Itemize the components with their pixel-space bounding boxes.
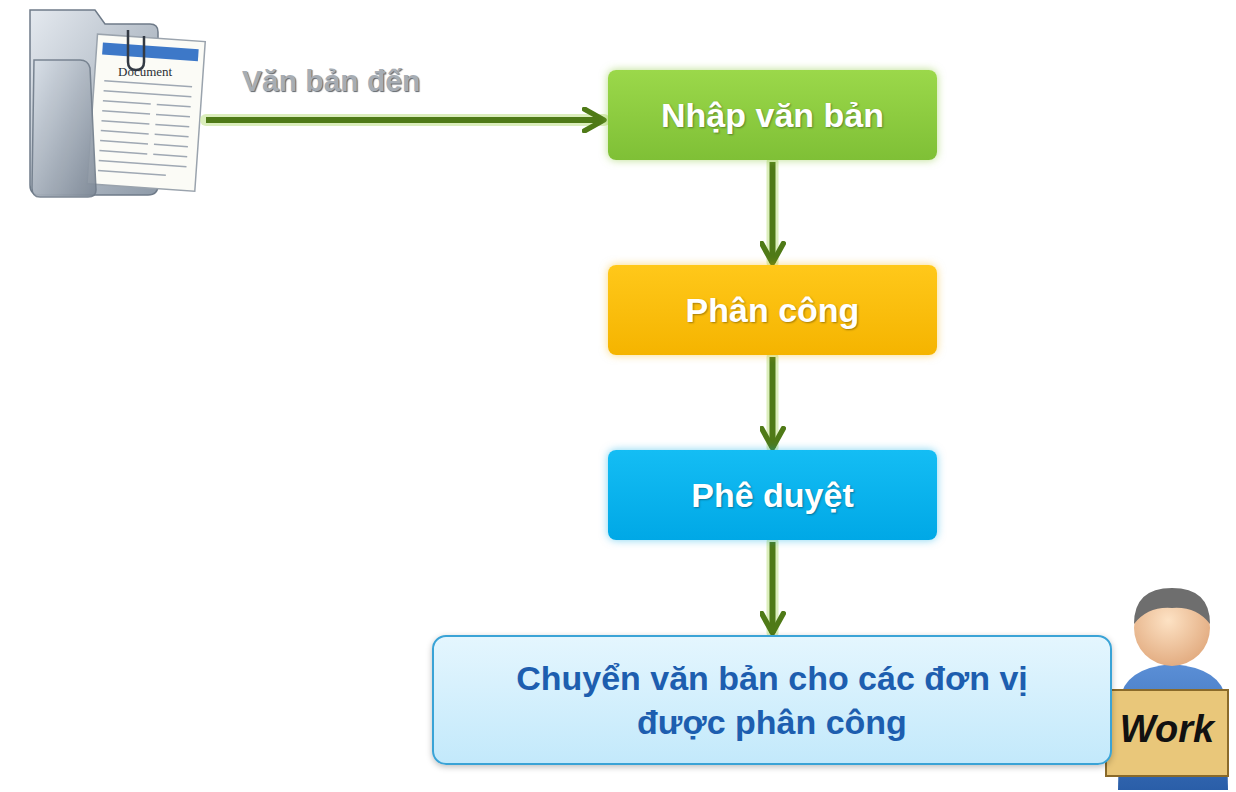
document-caption: Document — [118, 64, 172, 80]
work-sign-text: Work — [1108, 708, 1226, 751]
box-text: Chuyển văn bản cho các đơn vị được phân … — [478, 656, 1066, 744]
process-box: Phê duyệt — [608, 450, 937, 540]
process-box: Nhập văn bản — [608, 70, 937, 160]
document-folder-icon — [30, 10, 205, 197]
worker-icon — [1106, 588, 1228, 790]
process-box: Phân công — [608, 265, 937, 355]
input-label: Văn bản đến — [242, 64, 420, 98]
arrow-glow — [206, 114, 604, 126]
connector-glow — [767, 162, 779, 263]
flow-arrow — [770, 542, 776, 633]
box-text: Phê duyệt — [691, 473, 853, 517]
box-text: Phân công — [686, 288, 860, 332]
process-box: Chuyển văn bản cho các đơn vị được phân … — [432, 635, 1112, 765]
incoming-arrow — [206, 117, 604, 123]
connector-glow — [767, 542, 779, 633]
flow-arrow — [770, 357, 776, 448]
flow-arrow — [770, 162, 776, 263]
connector-glow — [767, 357, 779, 448]
box-text: Nhập văn bản — [661, 93, 884, 137]
